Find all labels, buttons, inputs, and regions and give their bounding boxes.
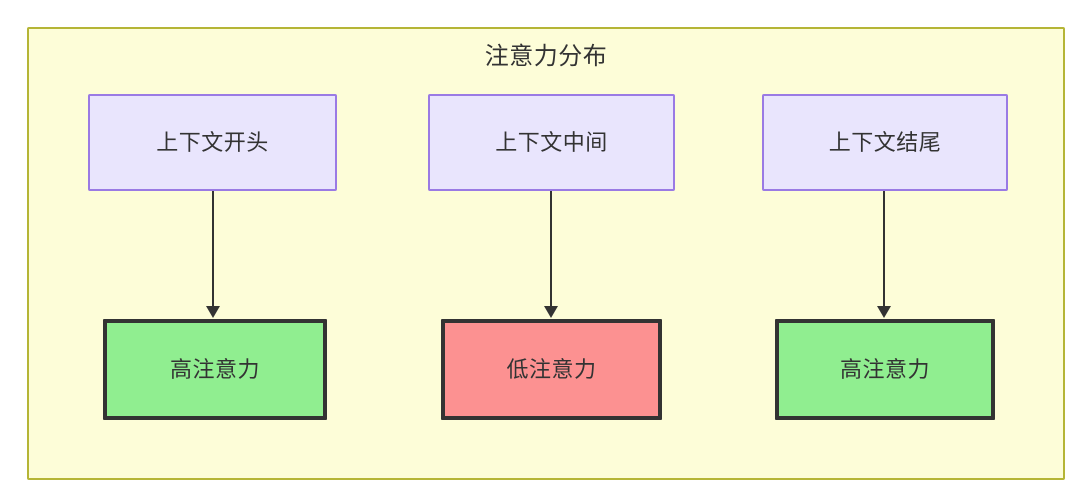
node-context-start[interactable]: 上下文开头 (88, 94, 337, 191)
node-context-end[interactable]: 上下文结尾 (762, 94, 1008, 191)
node-attention-high-end-label: 高注意力 (839, 356, 930, 382)
node-attention-low-middle-label: 低注意力 (506, 356, 597, 382)
node-context-start-label: 上下文开头 (156, 129, 269, 155)
node-attention-high-end[interactable]: 高注意力 (775, 319, 995, 420)
node-context-middle-label: 上下文中间 (495, 129, 608, 155)
subgraph-title: 注意力分布 (484, 43, 608, 70)
node-attention-low-middle[interactable]: 低注意力 (441, 319, 662, 420)
node-attention-high-start[interactable]: 高注意力 (103, 319, 327, 420)
node-context-middle[interactable]: 上下文中间 (428, 94, 675, 191)
node-context-end-label: 上下文结尾 (828, 129, 942, 155)
node-attention-high-start-label: 高注意力 (169, 356, 260, 382)
